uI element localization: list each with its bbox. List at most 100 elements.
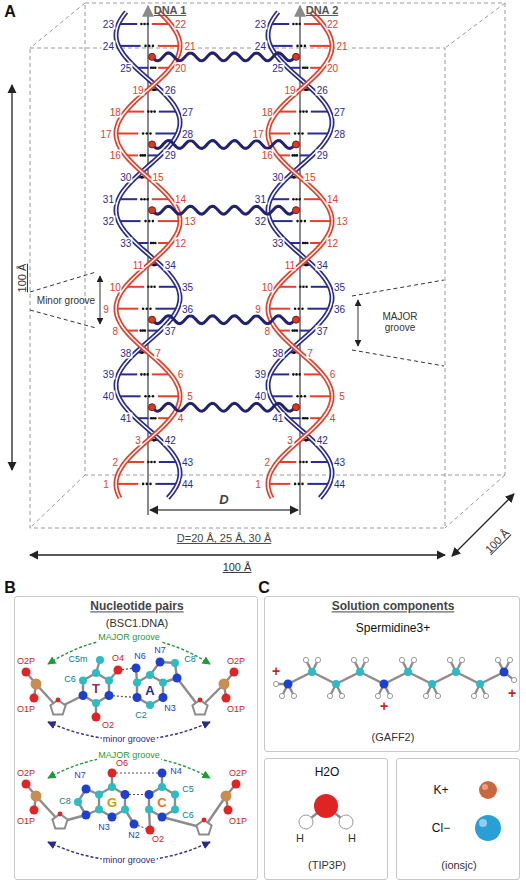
base-number: 22: [174, 19, 187, 30]
base-number: 18: [109, 106, 122, 117]
atom: [96, 656, 104, 664]
atom: [380, 680, 389, 689]
hydrogen-bond-dot: [305, 110, 308, 113]
atom-label: O1P: [227, 705, 245, 715]
dimension-arrow: [452, 494, 514, 556]
base-number: 33: [119, 238, 132, 249]
box-edge: [30, 475, 85, 528]
hydrogen-bond-dot: [295, 23, 298, 26]
hydrogen-bond-dot: [150, 67, 153, 70]
distance-label: D=20 Å, 25 Å, 30 Å: [177, 532, 271, 544]
atom: [447, 657, 452, 662]
atom: [273, 681, 278, 686]
backbone-strand-core: [268, 12, 332, 498]
base-number: 33: [271, 238, 284, 249]
base-number: 5: [338, 391, 346, 402]
leader-line: [30, 272, 96, 292]
hydrogen-bond-dot: [296, 395, 299, 398]
atom: [284, 680, 293, 689]
atom: [79, 691, 88, 700]
base-number: 6: [329, 369, 337, 380]
atom-label: O2P: [227, 657, 245, 667]
atom: [22, 668, 31, 677]
atom: [108, 813, 117, 822]
sugar-oxygen: [56, 698, 61, 703]
hydrogen-bond-dot: [153, 110, 156, 113]
base-number: 34: [316, 259, 329, 270]
atom: [404, 668, 412, 676]
base-number: 31: [102, 194, 115, 205]
atom: [230, 668, 239, 677]
atom: [171, 659, 179, 667]
atom: [79, 677, 87, 685]
base-rung: [158, 45, 180, 47]
hydrogen-bond-dot: [152, 45, 155, 48]
hydrogen-bond-dot: [145, 483, 148, 486]
groove-label: MAJOR groove: [97, 751, 161, 761]
atom: [92, 713, 101, 722]
base-number: 42: [316, 435, 329, 446]
atom: [232, 780, 241, 789]
base-rung: [310, 45, 332, 47]
hydrogen-bond-dot: [142, 132, 145, 135]
hydrogen-bond-dot: [302, 67, 305, 70]
base-number: 40: [102, 391, 115, 402]
base-number: 20: [174, 62, 187, 73]
base-number: 6: [177, 369, 185, 380]
base-number: 18: [261, 106, 274, 117]
groove-label: Minor groove: [37, 295, 95, 306]
base-rung: [116, 308, 138, 310]
simulation-box: [30, 3, 505, 528]
atom-label: N7: [74, 771, 86, 781]
hydrogen-bond-dot: [147, 110, 150, 113]
atom: [356, 668, 364, 676]
hydrogen-bond-dot: [153, 461, 156, 464]
chemical-bond: [312, 672, 336, 684]
binding-site-dot: [293, 141, 300, 148]
atom: [159, 679, 167, 687]
hydrogen-bond-dot: [292, 198, 295, 201]
leader-line: [352, 350, 444, 366]
hydrogen-bond-dot: [302, 286, 305, 289]
hydrogen-bond-dot: [302, 417, 305, 420]
panel-title: Solution components: [332, 600, 455, 613]
base-letter: A: [145, 684, 154, 698]
atom: [158, 769, 167, 778]
hydrogen-bond-dot: [142, 483, 145, 486]
atom: [221, 791, 232, 802]
hydrogen-bond-dot: [140, 373, 143, 376]
atom: [82, 785, 91, 794]
atom: [92, 699, 100, 707]
base-number: 28: [333, 128, 346, 139]
base-rung: [158, 395, 180, 397]
binding-site-dot: [149, 404, 156, 411]
backbone-strand: [116, 12, 180, 498]
base-number: 16: [261, 150, 274, 161]
hydrogen-bond-dot: [296, 154, 299, 157]
hydrogen-bond-dot: [150, 242, 153, 245]
base-number: 14: [326, 194, 339, 205]
atom: [156, 658, 165, 667]
spermidine-bridge: [152, 53, 296, 61]
hydrogen-bond-dot: [153, 88, 156, 91]
hydrogen-bond-dot: [299, 461, 302, 464]
base-number: 15: [151, 172, 164, 183]
hydrogen-bond-dot: [300, 220, 303, 223]
hydrogen-bond-dot: [302, 110, 305, 113]
atom: [31, 791, 42, 802]
base-number: 19: [131, 84, 144, 95]
atom: [114, 666, 123, 675]
atom-label: C8: [184, 655, 196, 665]
sugar-oxygen: [198, 698, 203, 703]
base-rung: [155, 133, 177, 135]
force-field-label: (GAFF2): [372, 731, 415, 743]
atom: [158, 693, 167, 702]
atom: [452, 668, 460, 676]
hydrogen-bond-dot: [304, 45, 307, 48]
atom-label: N6: [134, 652, 146, 662]
hydrogen-bond-dot: [304, 220, 307, 223]
dimension-label: 100 Å: [483, 527, 512, 556]
atom: [120, 790, 129, 799]
atom-label: N7: [154, 646, 166, 656]
atom: [105, 677, 113, 685]
